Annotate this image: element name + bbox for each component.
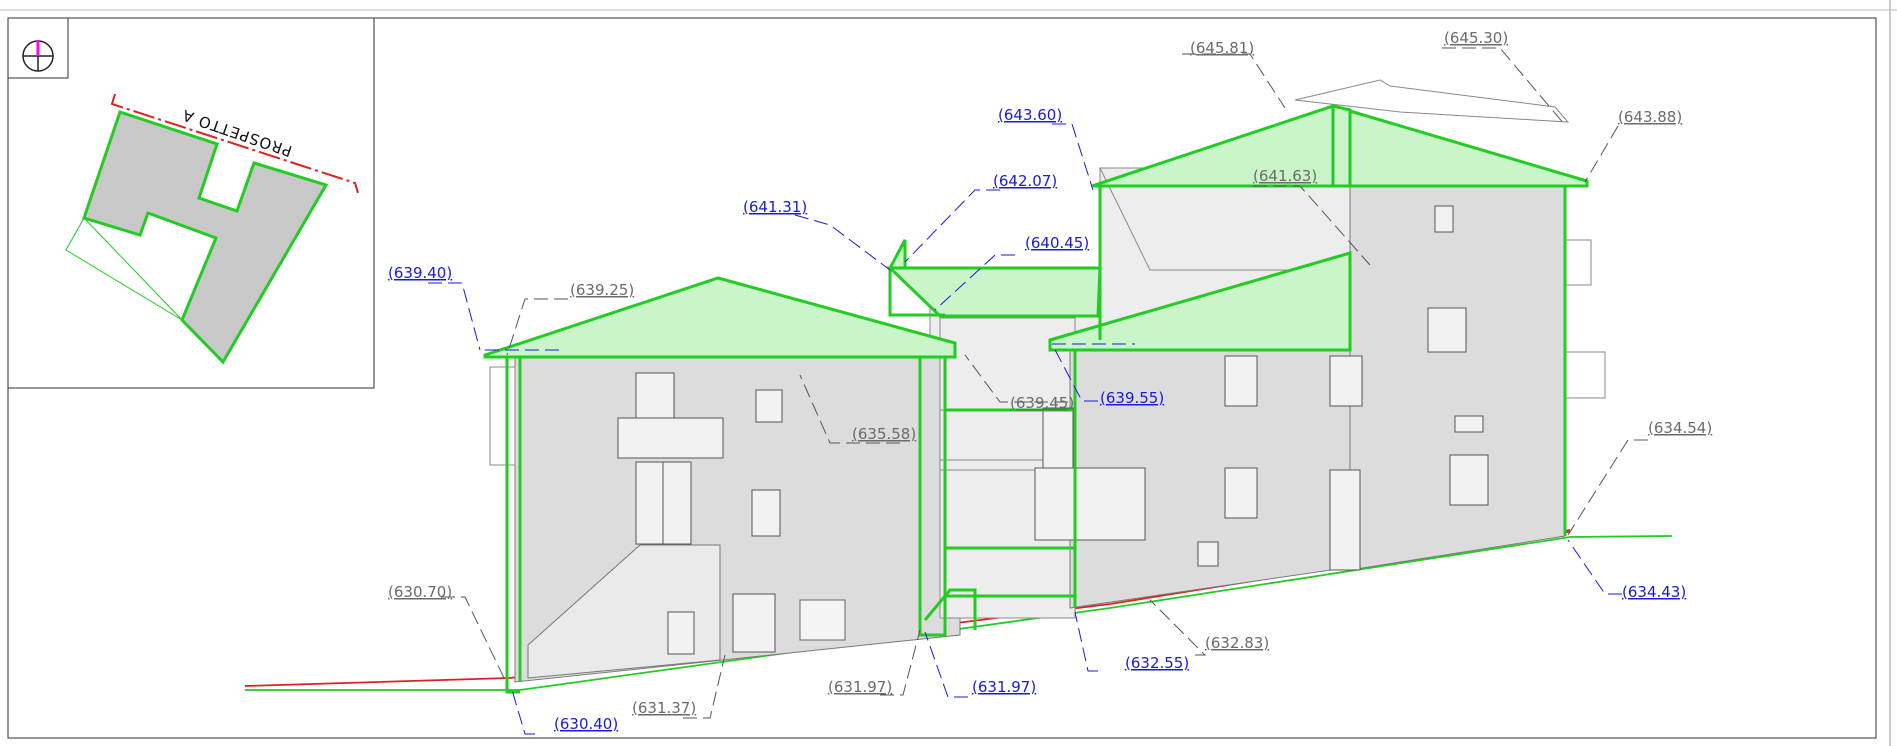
window bbox=[1454, 415, 1484, 433]
elevation-label: (643.88) bbox=[1618, 108, 1682, 126]
window bbox=[1427, 307, 1467, 353]
elevation-label: (635.58) bbox=[852, 425, 916, 443]
window bbox=[1434, 205, 1454, 233]
leader-blue bbox=[1052, 123, 1094, 191]
window bbox=[1329, 355, 1363, 407]
roof-center-small bbox=[886, 266, 1102, 318]
elevation-label: (631.37) bbox=[632, 699, 696, 717]
building-footprint bbox=[82, 110, 329, 365]
window bbox=[1224, 467, 1258, 519]
leader-gray bbox=[683, 654, 726, 719]
leader-blue bbox=[794, 214, 891, 271]
leader-blue bbox=[924, 631, 968, 698]
elevation-label: (632.83) bbox=[1205, 634, 1269, 652]
roof-center-ridge bbox=[887, 239, 907, 270]
outline-stair bbox=[923, 588, 977, 630]
elevation-label: (632.55) bbox=[1125, 654, 1189, 672]
window bbox=[755, 389, 783, 423]
door bbox=[667, 611, 695, 655]
outline-left-wall bbox=[505, 357, 520, 694]
leader-blue bbox=[1567, 539, 1622, 595]
window bbox=[1042, 407, 1074, 469]
leader-gray bbox=[799, 374, 900, 444]
site-boundary bbox=[65, 217, 183, 321]
left-side-panel bbox=[489, 366, 516, 466]
elevation-label: (639.45) bbox=[1010, 394, 1074, 412]
door bbox=[732, 593, 776, 653]
elevation-label: (630.70) bbox=[388, 583, 452, 601]
elevation-label: (639.40) bbox=[388, 264, 452, 282]
door bbox=[1329, 469, 1361, 571]
stair-steps bbox=[799, 599, 846, 641]
section-line bbox=[110, 93, 359, 194]
leader-gray bbox=[1584, 125, 1619, 183]
key-plan: PROSPETTO A bbox=[7, 17, 375, 389]
elevation-label: (642.07) bbox=[993, 172, 1057, 190]
leader-blue bbox=[428, 282, 481, 351]
leader-blue bbox=[904, 189, 1000, 263]
window bbox=[1449, 454, 1489, 506]
leader-gray bbox=[1442, 47, 1566, 126]
leader-blue bbox=[1074, 611, 1098, 672]
window bbox=[751, 489, 781, 537]
leader-blue bbox=[511, 689, 535, 735]
balcony-left bbox=[617, 417, 724, 459]
elevation-label: (631.97) bbox=[972, 678, 1036, 696]
right-tall-wall bbox=[1349, 184, 1566, 571]
elevation-label: (643.60) bbox=[998, 106, 1062, 124]
leader-gray bbox=[1567, 439, 1648, 536]
leader-gray bbox=[964, 354, 1068, 403]
leader-blue bbox=[934, 254, 1015, 311]
roof-right-low bbox=[1048, 251, 1352, 352]
leader-gray bbox=[1149, 599, 1207, 656]
leader-gray bbox=[880, 629, 921, 696]
elevation-label: (645.30) bbox=[1444, 29, 1508, 47]
leaders bbox=[428, 47, 1648, 735]
elevation-label: (641.31) bbox=[743, 198, 807, 216]
elevation-label: (641.63) bbox=[1253, 167, 1317, 185]
elevation-label: (639.25) bbox=[570, 281, 634, 299]
elevation-label: (639.55) bbox=[1100, 389, 1164, 407]
window bbox=[1197, 541, 1219, 567]
north-arrow-icon bbox=[22, 40, 54, 72]
elevation-label: (640.45) bbox=[1025, 234, 1089, 252]
leader-gray bbox=[441, 596, 506, 681]
elevation-label: (634.54) bbox=[1648, 419, 1712, 437]
elevation-label: (645.81) bbox=[1190, 39, 1254, 57]
attic-outline bbox=[1294, 79, 1570, 123]
ground-line-green bbox=[245, 535, 1673, 691]
elevation-label: (630.40) bbox=[554, 715, 618, 733]
side-balcony bbox=[1564, 239, 1592, 286]
building-elevation bbox=[483, 79, 1606, 694]
side-balcony bbox=[1564, 351, 1606, 399]
window bbox=[1224, 355, 1258, 407]
elevation-label: (631.97) bbox=[828, 678, 892, 696]
elevation-label: (634.43) bbox=[1622, 583, 1686, 601]
leader-blue bbox=[1051, 343, 1098, 402]
elevation-labels-blue: (643.60) (642.07) (641.31) (640.45) (639… bbox=[388, 106, 1686, 733]
elevation-labels-gray: (645.81) (645.30) (643.88) (641.63) (639… bbox=[388, 29, 1712, 717]
outline-mid-pillar bbox=[918, 357, 947, 637]
window bbox=[1034, 467, 1146, 541]
leader-gray bbox=[506, 298, 568, 356]
outline-small-roof bbox=[888, 268, 945, 317]
roof-right-high-wall bbox=[1331, 104, 1352, 188]
roof-left bbox=[483, 276, 957, 359]
leader-gray bbox=[1182, 53, 1286, 109]
leader-gray bbox=[1253, 185, 1371, 266]
